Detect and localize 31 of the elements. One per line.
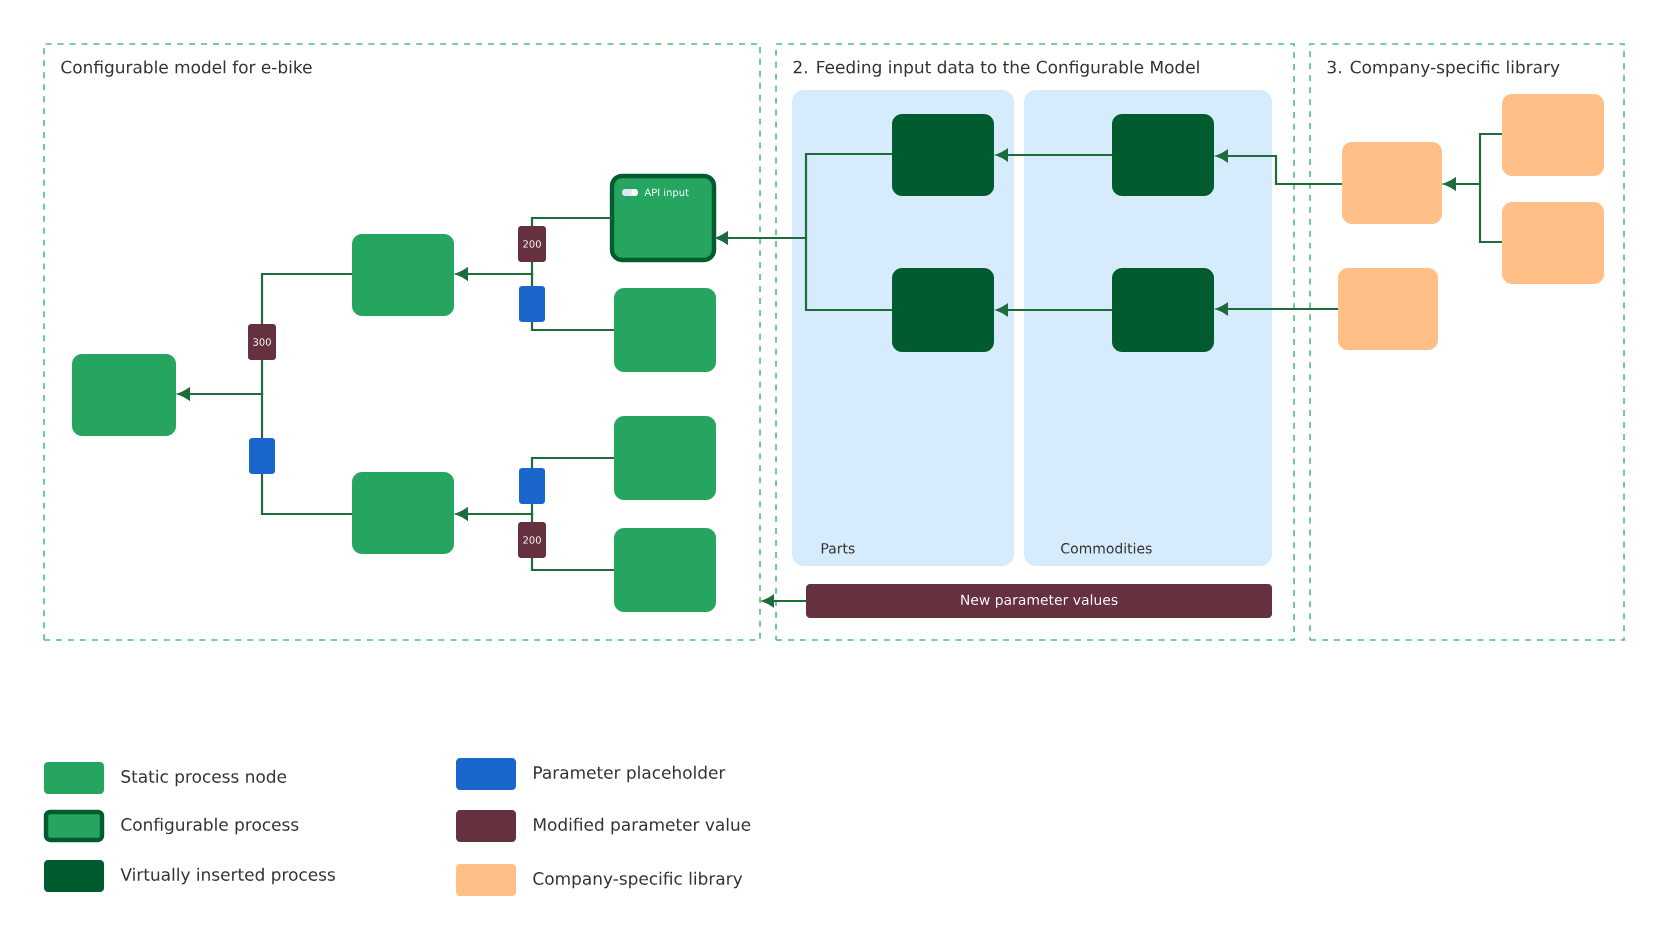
process-box [614,416,716,500]
legend-label: Parameter placeholder [534,765,726,783]
arrow [1216,150,1342,186]
library-box [1342,142,1442,224]
arrow [716,232,892,312]
library-box [1502,94,1604,176]
process-box [892,114,994,196]
process-box [352,234,454,316]
arrow [996,149,1112,161]
arrow [1216,303,1338,315]
process-box [614,528,716,612]
arrow [762,595,806,607]
process-box [1112,114,1214,196]
legend-label: Static process node [121,769,287,787]
arrow [996,304,1112,316]
arrow [1444,178,1502,244]
legend-label: Configurable process [121,817,299,835]
legend-label: Modified parameter value [534,817,751,835]
process-box [614,288,716,372]
process-box [892,268,994,352]
legend-label: Company-specific library [533,871,743,889]
arrow [456,268,614,332]
group-box: 3. Company-specific library [1309,43,1625,641]
arrow [178,388,352,516]
legend-label: Virtually inserted process [120,867,335,885]
library-box [1502,202,1604,284]
library-box [1338,268,1438,350]
arrow [456,508,614,572]
process-box [352,472,454,554]
process-box [1112,268,1214,352]
process-box [72,354,176,436]
